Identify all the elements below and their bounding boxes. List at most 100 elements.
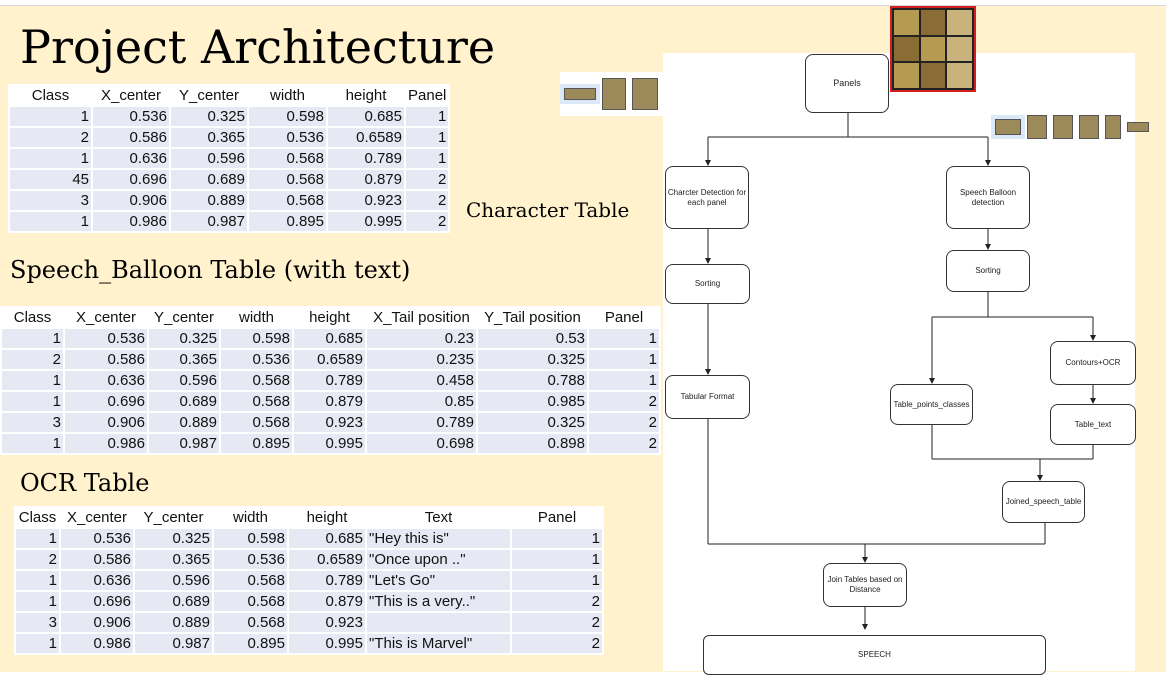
table-cell: 0.685: [287, 527, 367, 550]
table-cell: 1: [8, 105, 93, 128]
table-cell: "Let's Go": [365, 569, 512, 592]
table-cell: 0.987: [169, 210, 249, 233]
column-header: Y_center: [147, 306, 221, 329]
table-cell: 0.636: [91, 147, 171, 170]
table-cell: 0.923: [292, 411, 367, 434]
table-cell: 1: [587, 327, 661, 350]
table-cell: 0.895: [212, 632, 289, 655]
table-cell: 0.696: [63, 390, 149, 413]
column-header: Class: [0, 306, 65, 329]
column-header: width: [219, 306, 294, 329]
flow-node-panels: Panels: [805, 54, 889, 113]
table-cell: [365, 611, 512, 634]
thumbnail-image: [632, 78, 658, 110]
table-cell: 0.696: [91, 168, 171, 191]
thumbnail-image: [1079, 115, 1099, 139]
table-cell: 0.568: [219, 390, 294, 413]
table-cell: 1: [510, 527, 604, 550]
table-cell: 1: [403, 147, 451, 170]
table-cell: 0.986: [59, 632, 135, 655]
table-cell: 0.923: [287, 611, 367, 634]
column-header: Panel: [587, 306, 661, 329]
table-cell: 1: [0, 390, 65, 413]
table-cell: 0.536: [59, 527, 135, 550]
ocr-table-caption: OCR Table: [20, 469, 150, 497]
table-cell: 0.536: [212, 548, 289, 571]
flow-node-sorting-left: Sorting: [665, 264, 750, 304]
flow-node-sorting-right: Sorting: [946, 250, 1030, 292]
table-cell: 0.568: [212, 611, 289, 634]
panel-thumbnails-right: [991, 115, 1149, 139]
table-cell: 2: [510, 632, 604, 655]
table-cell: 0.879: [287, 590, 367, 613]
table-cell: 0.895: [219, 432, 294, 455]
table-cell: 1: [510, 569, 604, 592]
column-header: Y_Tail position: [476, 306, 589, 329]
table-cell: 0.788: [476, 369, 589, 392]
column-header: height: [287, 506, 367, 529]
table-cell: 0.325: [476, 348, 589, 371]
table-cell: 1: [8, 147, 93, 170]
table-cell: 1: [403, 126, 451, 149]
table-cell: 0.995: [287, 632, 367, 655]
table-cell: 0.985: [476, 390, 589, 413]
column-header: X_center: [59, 506, 135, 529]
table-cell: 0.536: [63, 327, 149, 350]
table-cell: 2: [587, 432, 661, 455]
table-cell: 0.568: [212, 590, 289, 613]
table-cell: 0.995: [292, 432, 367, 455]
table-cell: "This is Marvel": [365, 632, 512, 655]
table-cell: 0.636: [59, 569, 135, 592]
table-cell: "Hey this is": [365, 527, 512, 550]
table-cell: 1: [14, 569, 61, 592]
table-cell: 0.6589: [287, 548, 367, 571]
table-cell: 0.536: [219, 348, 294, 371]
table-cell: 0.598: [219, 327, 294, 350]
table-cell: 0.987: [133, 632, 214, 655]
flowchart-connectors: [705, 113, 1096, 630]
table-cell: 0.789: [326, 147, 406, 170]
speech-table-caption: Speech_Balloon Table (with text): [10, 256, 411, 284]
table-cell: 0.568: [219, 411, 294, 434]
table-cell: 2: [403, 168, 451, 191]
flowchart-panel: Panels Charcter Detection for each panel…: [663, 53, 1136, 675]
table-cell: 2: [587, 411, 661, 434]
table-cell: 0.986: [63, 432, 149, 455]
table-cell: 1: [14, 590, 61, 613]
table-cell: 0.636: [63, 369, 149, 392]
table-cell: 0.596: [147, 369, 221, 392]
table-cell: 1: [0, 432, 65, 455]
column-header: height: [292, 306, 367, 329]
table-cell: 0.325: [133, 527, 214, 550]
table-cell: 0.906: [63, 411, 149, 434]
table-cell: 0.923: [326, 189, 406, 212]
table-cell: 2: [14, 548, 61, 571]
table-cell: 0.568: [247, 168, 328, 191]
column-header: width: [212, 506, 289, 529]
column-header: X_Tail position: [365, 306, 478, 329]
table-cell: 1: [14, 632, 61, 655]
table-cell: 0.685: [326, 105, 406, 128]
table-cell: 2: [0, 348, 65, 371]
table-cell: 0.879: [326, 168, 406, 191]
table-cell: 0.889: [133, 611, 214, 634]
table-cell: 0.906: [59, 611, 135, 634]
table-cell: 0.596: [169, 147, 249, 170]
table-cell: 0.987: [147, 432, 221, 455]
column-header: Y_center: [133, 506, 214, 529]
thumbnail-image: [1053, 115, 1073, 139]
table-cell: 0.6589: [292, 348, 367, 371]
table-cell: 0.325: [147, 327, 221, 350]
table-cell: 0.696: [59, 590, 135, 613]
table-cell: 1: [587, 369, 661, 392]
